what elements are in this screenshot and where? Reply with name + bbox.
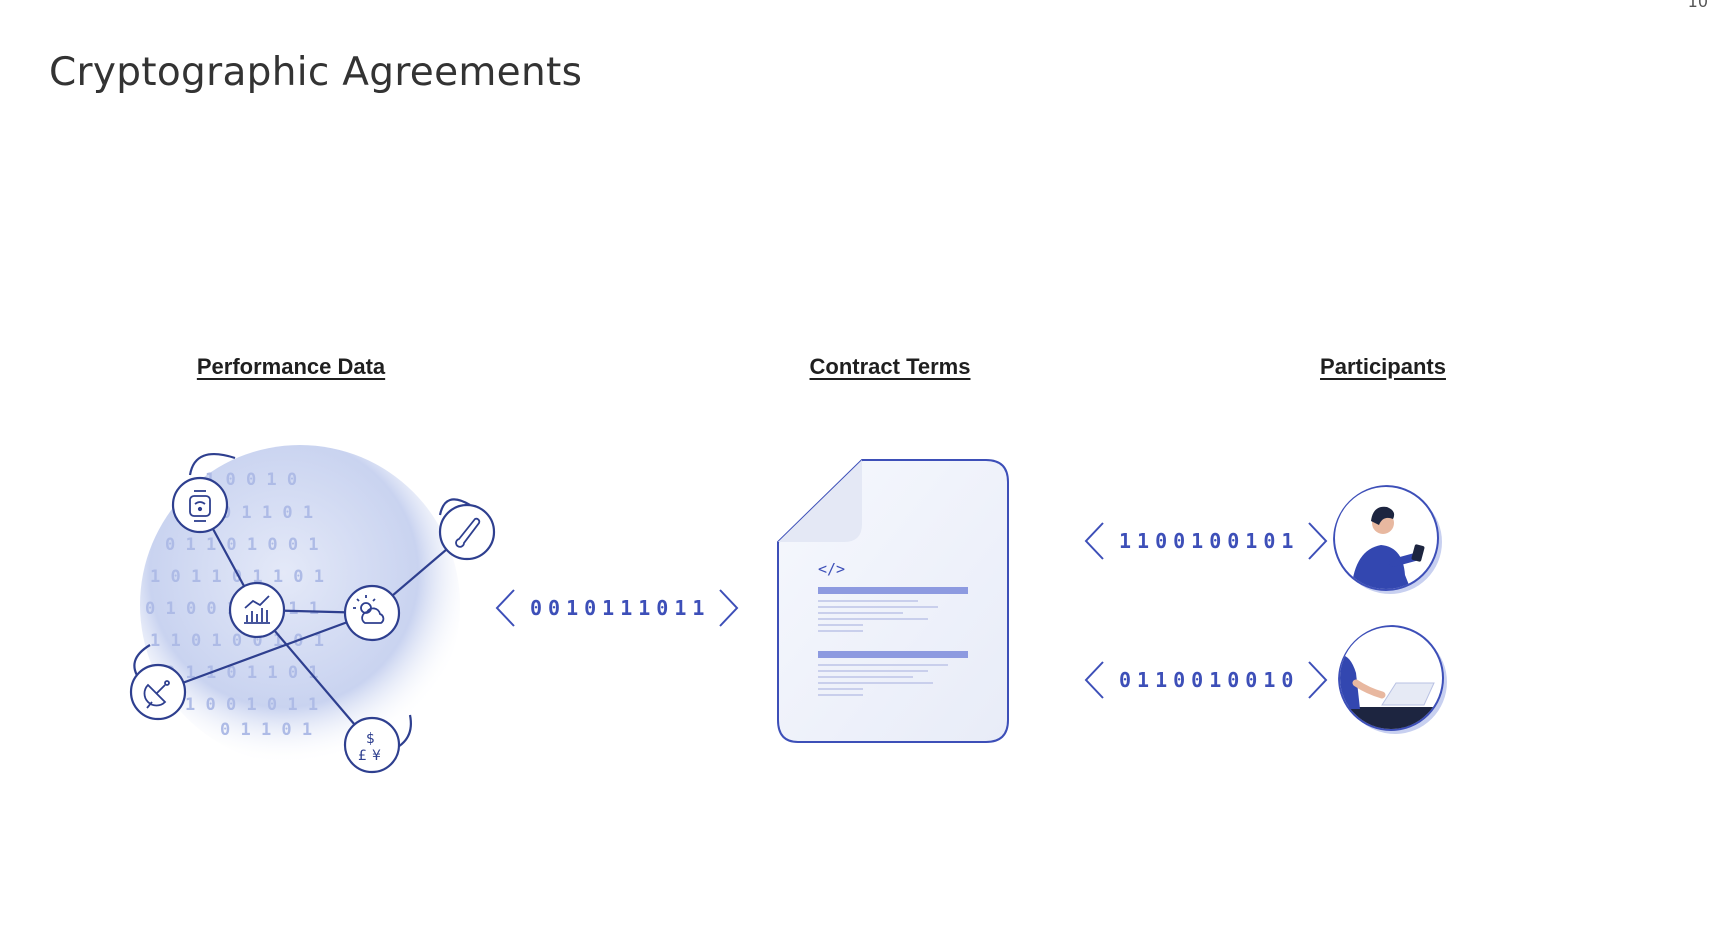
- page-number: 10: [1687, 0, 1708, 11]
- person-phone-icon: [1333, 485, 1442, 594]
- svg-text:1 0 1 1 0 1 1 0 1: 1 0 1 1 0 1 1 0 1: [150, 567, 324, 587]
- binary-stream-data: 0010111011: [530, 596, 711, 620]
- watch-node: [171, 476, 229, 534]
- chart-icon: [244, 595, 270, 624]
- svg-text:0 1 1 0 1 0 0 1: 0 1 1 0 1 0 0 1: [165, 535, 319, 555]
- svg-text:1 0 0 1 0: 1 0 0 1 0: [205, 470, 297, 490]
- svg-text:0 1 1 0 1: 0 1 1 0 1: [220, 720, 312, 740]
- currency-icon: $ £ ¥: [358, 731, 381, 764]
- binary-stream-participant-1: 1100100101: [1119, 529, 1300, 553]
- svg-text:0 1 1 0 1 1 0 1: 0 1 1 0 1 1 0 1: [165, 663, 319, 683]
- data-stream-left: 0010111011: [494, 588, 740, 628]
- document-icon: </>: [777, 459, 1009, 743]
- contract-terms-heading: Contract Terms: [809, 354, 971, 379]
- chart-node: [228, 581, 286, 639]
- performance-data-heading: Performance Data: [196, 354, 386, 379]
- code-tag: </>: [818, 560, 845, 578]
- svg-text:£: £: [358, 748, 367, 764]
- participant-stream-2: 0110010010: [1083, 660, 1329, 700]
- weather-node: [343, 584, 401, 642]
- participant-stream-1: 1100100101: [1083, 521, 1329, 561]
- weather-icon: [353, 595, 385, 624]
- svg-text:$: $: [366, 731, 375, 747]
- binary-stream-participant-2: 0110010010: [1119, 668, 1300, 692]
- person-laptop-icon: [1338, 625, 1447, 734]
- satellite-dish-icon: [143, 680, 170, 709]
- data-globe-illustration: 1 0 0 1 1 0 1 0 1 1 0 1 0 0 1 1 0 1 1 0 …: [129, 445, 496, 774]
- currency-node: [343, 716, 401, 774]
- watch-icon: [189, 490, 211, 522]
- page-title: Cryptographic Agreements: [49, 50, 583, 95]
- svg-text:1 0 0 1 0 1 1: 1 0 0 1 0 1 1: [185, 695, 318, 715]
- thermometer-node: [438, 503, 496, 561]
- participants-heading: Participants: [1320, 354, 1446, 379]
- svg-text:¥: ¥: [372, 748, 381, 764]
- thermometer-icon: [455, 517, 481, 548]
